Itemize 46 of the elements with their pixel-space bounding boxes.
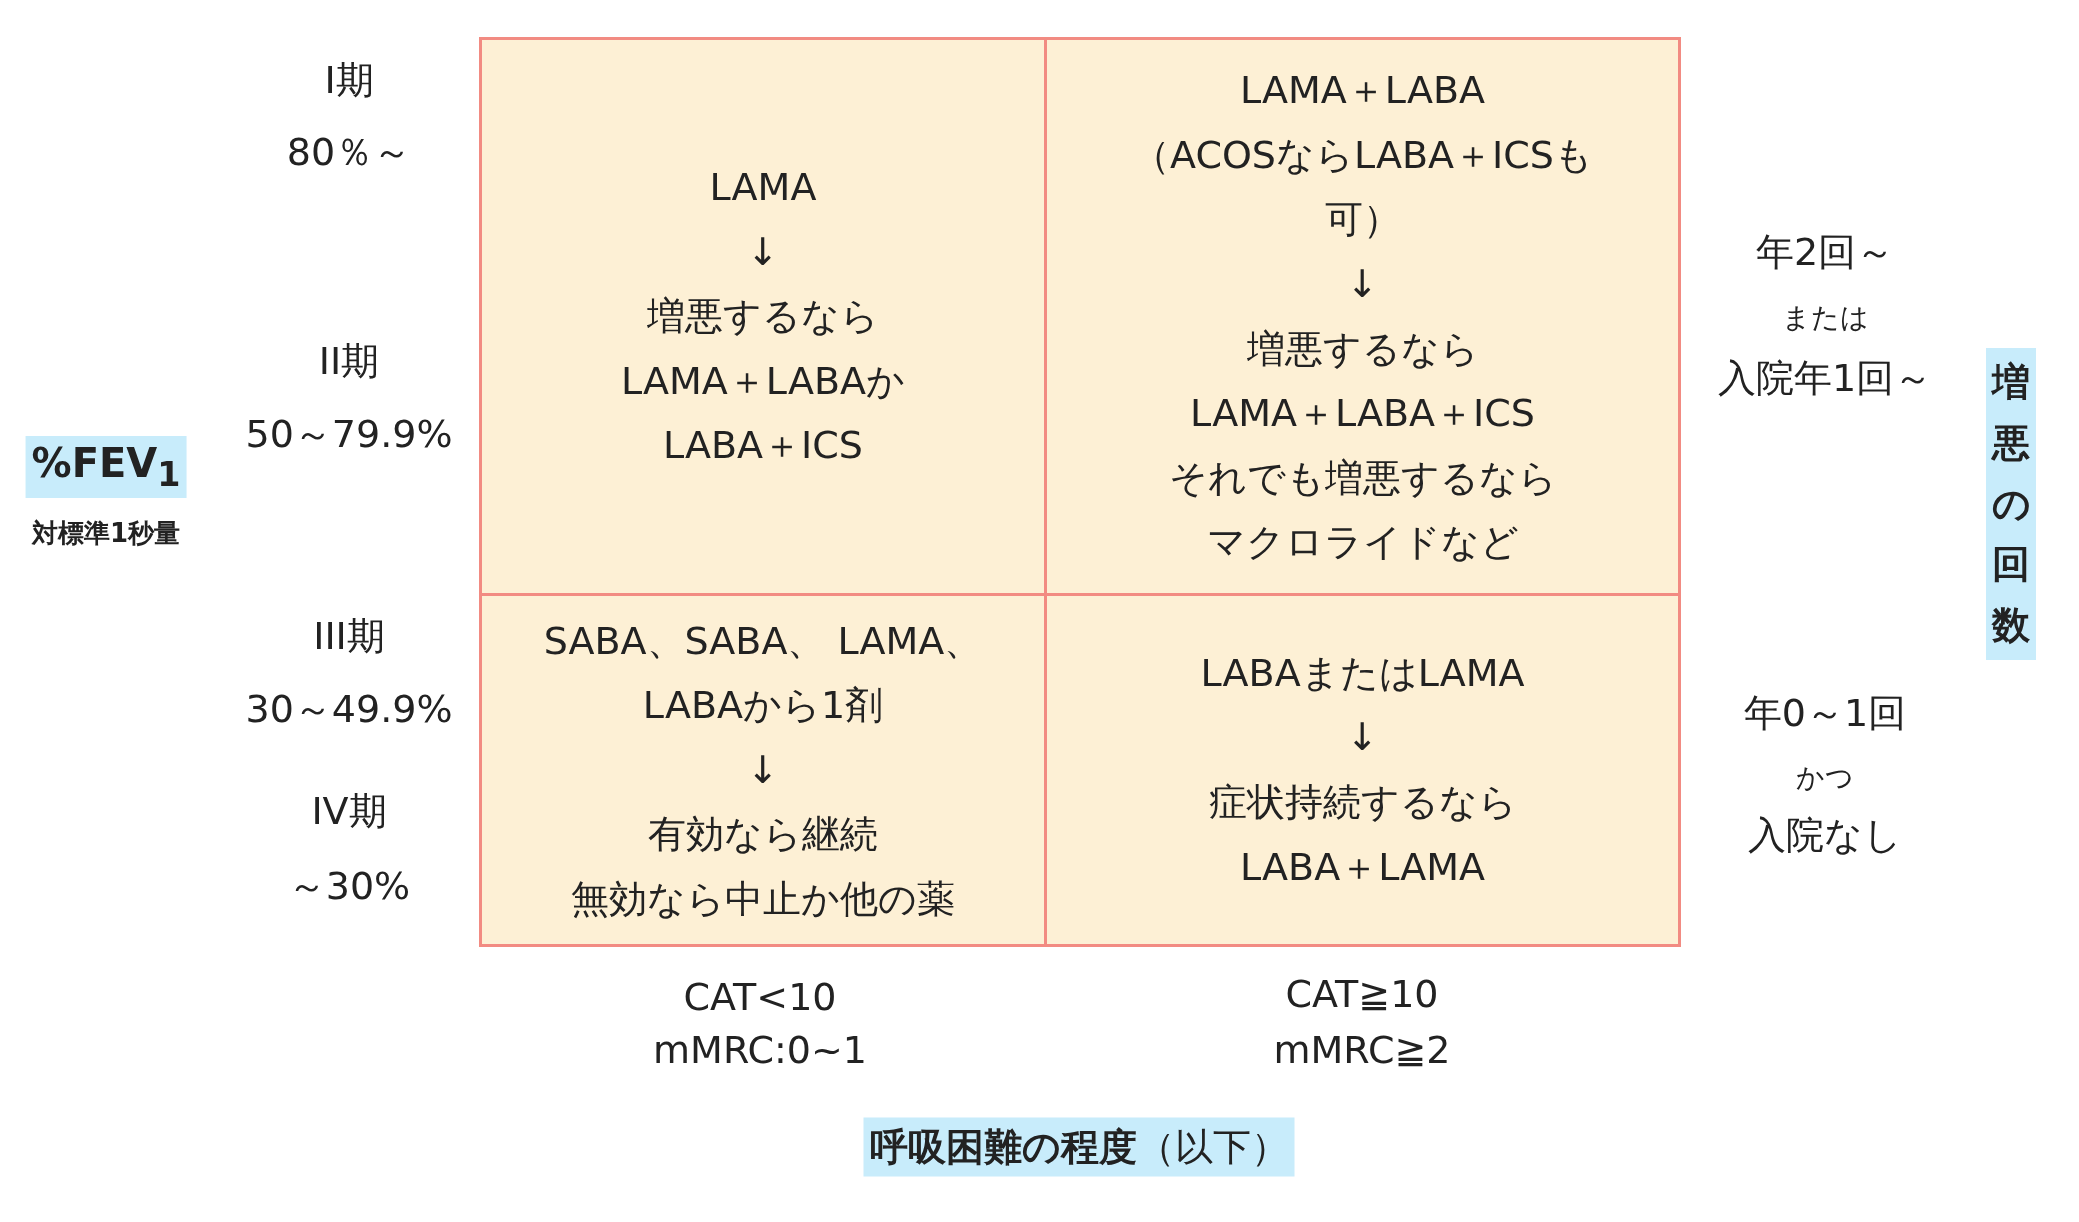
cell-text: ↓	[747, 228, 779, 276]
cell-text: 症状持続するなら	[1208, 779, 1517, 826]
axis-label: IV期	[311, 787, 387, 835]
axis-label: III期	[313, 612, 385, 660]
axis-label: かつ	[1796, 760, 1854, 796]
axis-label: ～30%	[287, 862, 411, 910]
cell-text: 有効なら継続	[648, 811, 878, 859]
axis-label: 80％～	[286, 128, 412, 176]
cell-text: マクロライドなど	[1206, 519, 1519, 567]
cell-text: 無効なら中止か他の薬	[571, 875, 955, 923]
cell-text: LAMA	[709, 164, 817, 211]
axis-label: II期	[318, 337, 380, 385]
axis-label: 入院年1回～	[1717, 354, 1933, 402]
cell-text: LAMA＋LABAか	[621, 357, 905, 405]
cell-text: それでも増悪するなら	[1168, 454, 1557, 502]
axis-label: CAT≧10	[1285, 972, 1439, 1016]
cell-text: （ACOSならLABA＋ICSも可）	[1131, 131, 1594, 244]
cell-text: LABAまたはLAMA	[1200, 649, 1525, 697]
quadrant-cell	[479, 593, 1047, 947]
axis-label: CAT<10	[683, 975, 837, 1019]
cell-text: ↓	[747, 746, 779, 794]
axis-label: mMRC:0~1	[653, 1028, 867, 1072]
cell-text: 増悪するなら	[647, 293, 879, 341]
cell-text: ↓	[1346, 260, 1379, 308]
axis-label: mMRC≧2	[1273, 1028, 1451, 1072]
axis-label: 30～49.9%	[245, 685, 453, 733]
cell-text: LABA＋ICS	[663, 422, 863, 470]
axis-label: または	[1781, 300, 1869, 336]
quadrant-cell	[479, 37, 1047, 596]
axis-label: I期	[324, 56, 374, 104]
cell-text: LABA＋LAMA	[1240, 843, 1485, 891]
axis-label: 入院なし	[1748, 811, 1902, 859]
cell-text: LAMA＋LABA＋ICS	[1190, 390, 1535, 438]
axis-title: 増悪の回数	[1986, 348, 2036, 660]
quadrant-cell	[1044, 37, 1681, 596]
quadrant-cell	[1044, 593, 1681, 947]
cell-text: SABA、SABA、 LAMA、LABAから1剤	[542, 617, 984, 730]
axis-label: 50～79.9%	[245, 410, 453, 458]
axis-title: %FEV$_{1}$	[25, 436, 187, 498]
cell-text: LAMA＋LABA	[1240, 67, 1485, 115]
axis-label: 年2回～	[1755, 228, 1895, 276]
cell-text: ↓	[1346, 714, 1379, 762]
axis-title: 呼吸困難の程度（以下）	[863, 1117, 1295, 1177]
axis-label: 年0～1回	[1743, 689, 1907, 737]
cell-text: 増悪するなら	[1246, 325, 1479, 373]
axis-subtitle: 対標準1秒量	[31, 516, 181, 550]
